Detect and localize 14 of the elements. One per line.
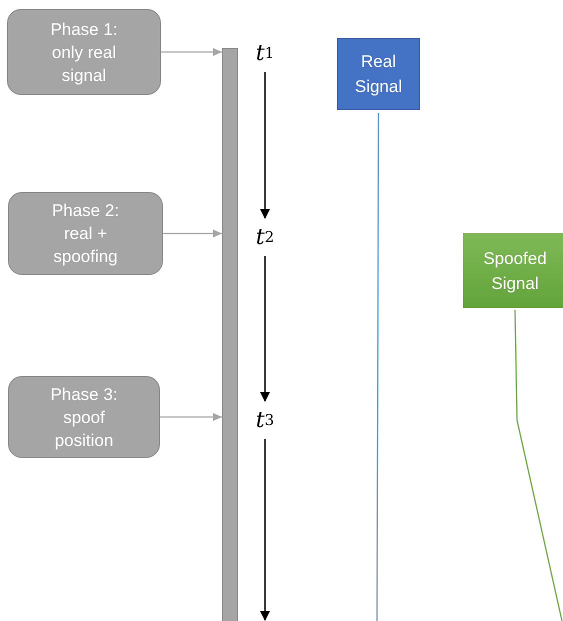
timeline-bar (222, 48, 238, 621)
phase-box: Phase 2: real + spoofing (8, 192, 163, 275)
signal-line (376, 113, 380, 621)
phase-box: Phase 3: spoof position (8, 376, 160, 458)
connector-arrow (160, 413, 222, 421)
connector-arrow (161, 48, 222, 56)
time-arrow (260, 72, 270, 219)
signal-box: Spoofed Signal (463, 233, 563, 308)
signal-line (514, 310, 563, 621)
time-arrow (260, 439, 270, 621)
connector-arrow (163, 230, 222, 238)
phase-box: Phase 1: only real signal (7, 9, 161, 95)
time-arrow (260, 256, 270, 402)
signal-box: Real Signal (337, 38, 420, 110)
